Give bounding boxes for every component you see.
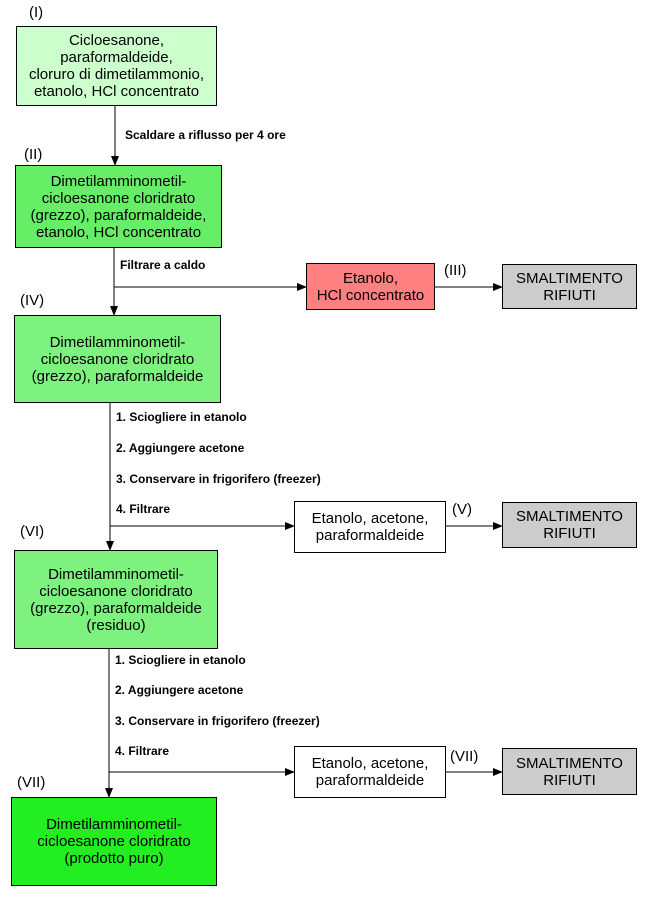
step-reflux: Scaldare a riflusso per 4 ore [125, 128, 286, 142]
box-filtrate-3: Etanolo, acetone, paraformaldeide [294, 746, 446, 798]
box-line: etanolo, HCl concentrato [33, 83, 200, 100]
stage-label-5: (V) [452, 501, 472, 518]
box-line: HCl concentrato [316, 286, 425, 304]
box-crude-mixture: Dimetilamminometil- cicloesanone cloridr… [15, 165, 222, 248]
box-line: (residuo) [86, 616, 146, 634]
box-line: Dimetilamminometil- [50, 172, 187, 190]
stage-label-2: (II) [24, 146, 43, 163]
box-line: RIFIUTI [543, 286, 596, 304]
box-line: RIFIUTI [543, 771, 596, 789]
stage-label-4: (IV) [20, 292, 45, 309]
box-line: paraformaldeide, [60, 49, 173, 66]
stage-label-1: (I) [29, 4, 44, 21]
step-b2: 2. Aggiungere acetone [115, 683, 244, 697]
box-waste-2: SMALTIMENTO RIFIUTI [502, 502, 637, 548]
box-line: (prodotto puro) [64, 850, 164, 867]
box-line: paraformaldeide [315, 527, 425, 544]
box-line: Etanolo, acetone, [311, 510, 429, 527]
box-filtrate-1: Etanolo, HCl concentrato [306, 263, 435, 310]
box-line: SMALTIMENTO [516, 508, 623, 525]
box-line: Dimetilamminometil- [48, 565, 184, 583]
stage-label-3: (III) [444, 262, 467, 279]
step-hot-filter: Filtrare a caldo [120, 258, 206, 272]
box-line: (grezzo), paraformaldeide, [30, 206, 207, 224]
stage-label-8: (VII) [17, 774, 46, 791]
step-b4: 4. Filtrare [115, 744, 170, 758]
box-line: etanolo, HCl concentrato [35, 223, 202, 241]
box-line: Cicloesanone, [68, 32, 165, 49]
box-filtrate-2: Etanolo, acetone, paraformaldeide [294, 501, 446, 553]
box-waste-1: SMALTIMENTO RIFIUTI [502, 264, 637, 309]
box-line: cloruro di dimetilammonio, [28, 66, 205, 83]
box-line: Dimetilamminometil- [49, 333, 186, 351]
box-line: Dimetilamminometil- [46, 816, 182, 833]
step-a4: 4. Filtrare [116, 502, 171, 516]
step-a3: 3. Conservare in frigorifero (freezer) [116, 472, 321, 486]
box-line: Etanolo, [342, 269, 399, 287]
box-line: SMALTIMENTO [516, 754, 623, 772]
box-waste-3: SMALTIMENTO RIFIUTI [502, 748, 637, 795]
box-starting-materials: Cicloesanone, paraformaldeide, cloruro d… [16, 26, 217, 106]
step-b3: 3. Conservare in frigorifero (freezer) [115, 714, 320, 728]
stage-label-7: (VII) [450, 748, 479, 765]
box-residue: Dimetilamminometil- cicloesanone cloridr… [14, 550, 218, 649]
box-line: paraformaldeide [315, 772, 425, 789]
step-b1: 1. Sciogliere in etanolo [115, 653, 246, 667]
box-line: (grezzo), paraformaldeide [31, 367, 204, 385]
box-line: SMALTIMENTO [516, 269, 623, 287]
box-line: cicloesanone cloridrato [41, 189, 196, 207]
box-line: RIFIUTI [543, 525, 596, 542]
box-line: Etanolo, acetone, [311, 755, 429, 772]
stage-label-6: (VI) [20, 523, 45, 540]
box-line: (grezzo), paraformaldeide [30, 599, 202, 617]
box-line: cicloesanone cloridrato [39, 582, 193, 600]
box-line: cicloesanone cloridrato [37, 833, 191, 850]
box-line: cicloesanone cloridrato [40, 350, 195, 368]
box-pure-product: Dimetilamminometil- cicloesanone cloridr… [11, 797, 217, 886]
step-a1: 1. Sciogliere in etanolo [116, 410, 247, 424]
step-a2: 2. Aggiungere acetone [116, 441, 245, 455]
box-crude-product: Dimetilamminometil- cicloesanone cloridr… [14, 315, 221, 403]
